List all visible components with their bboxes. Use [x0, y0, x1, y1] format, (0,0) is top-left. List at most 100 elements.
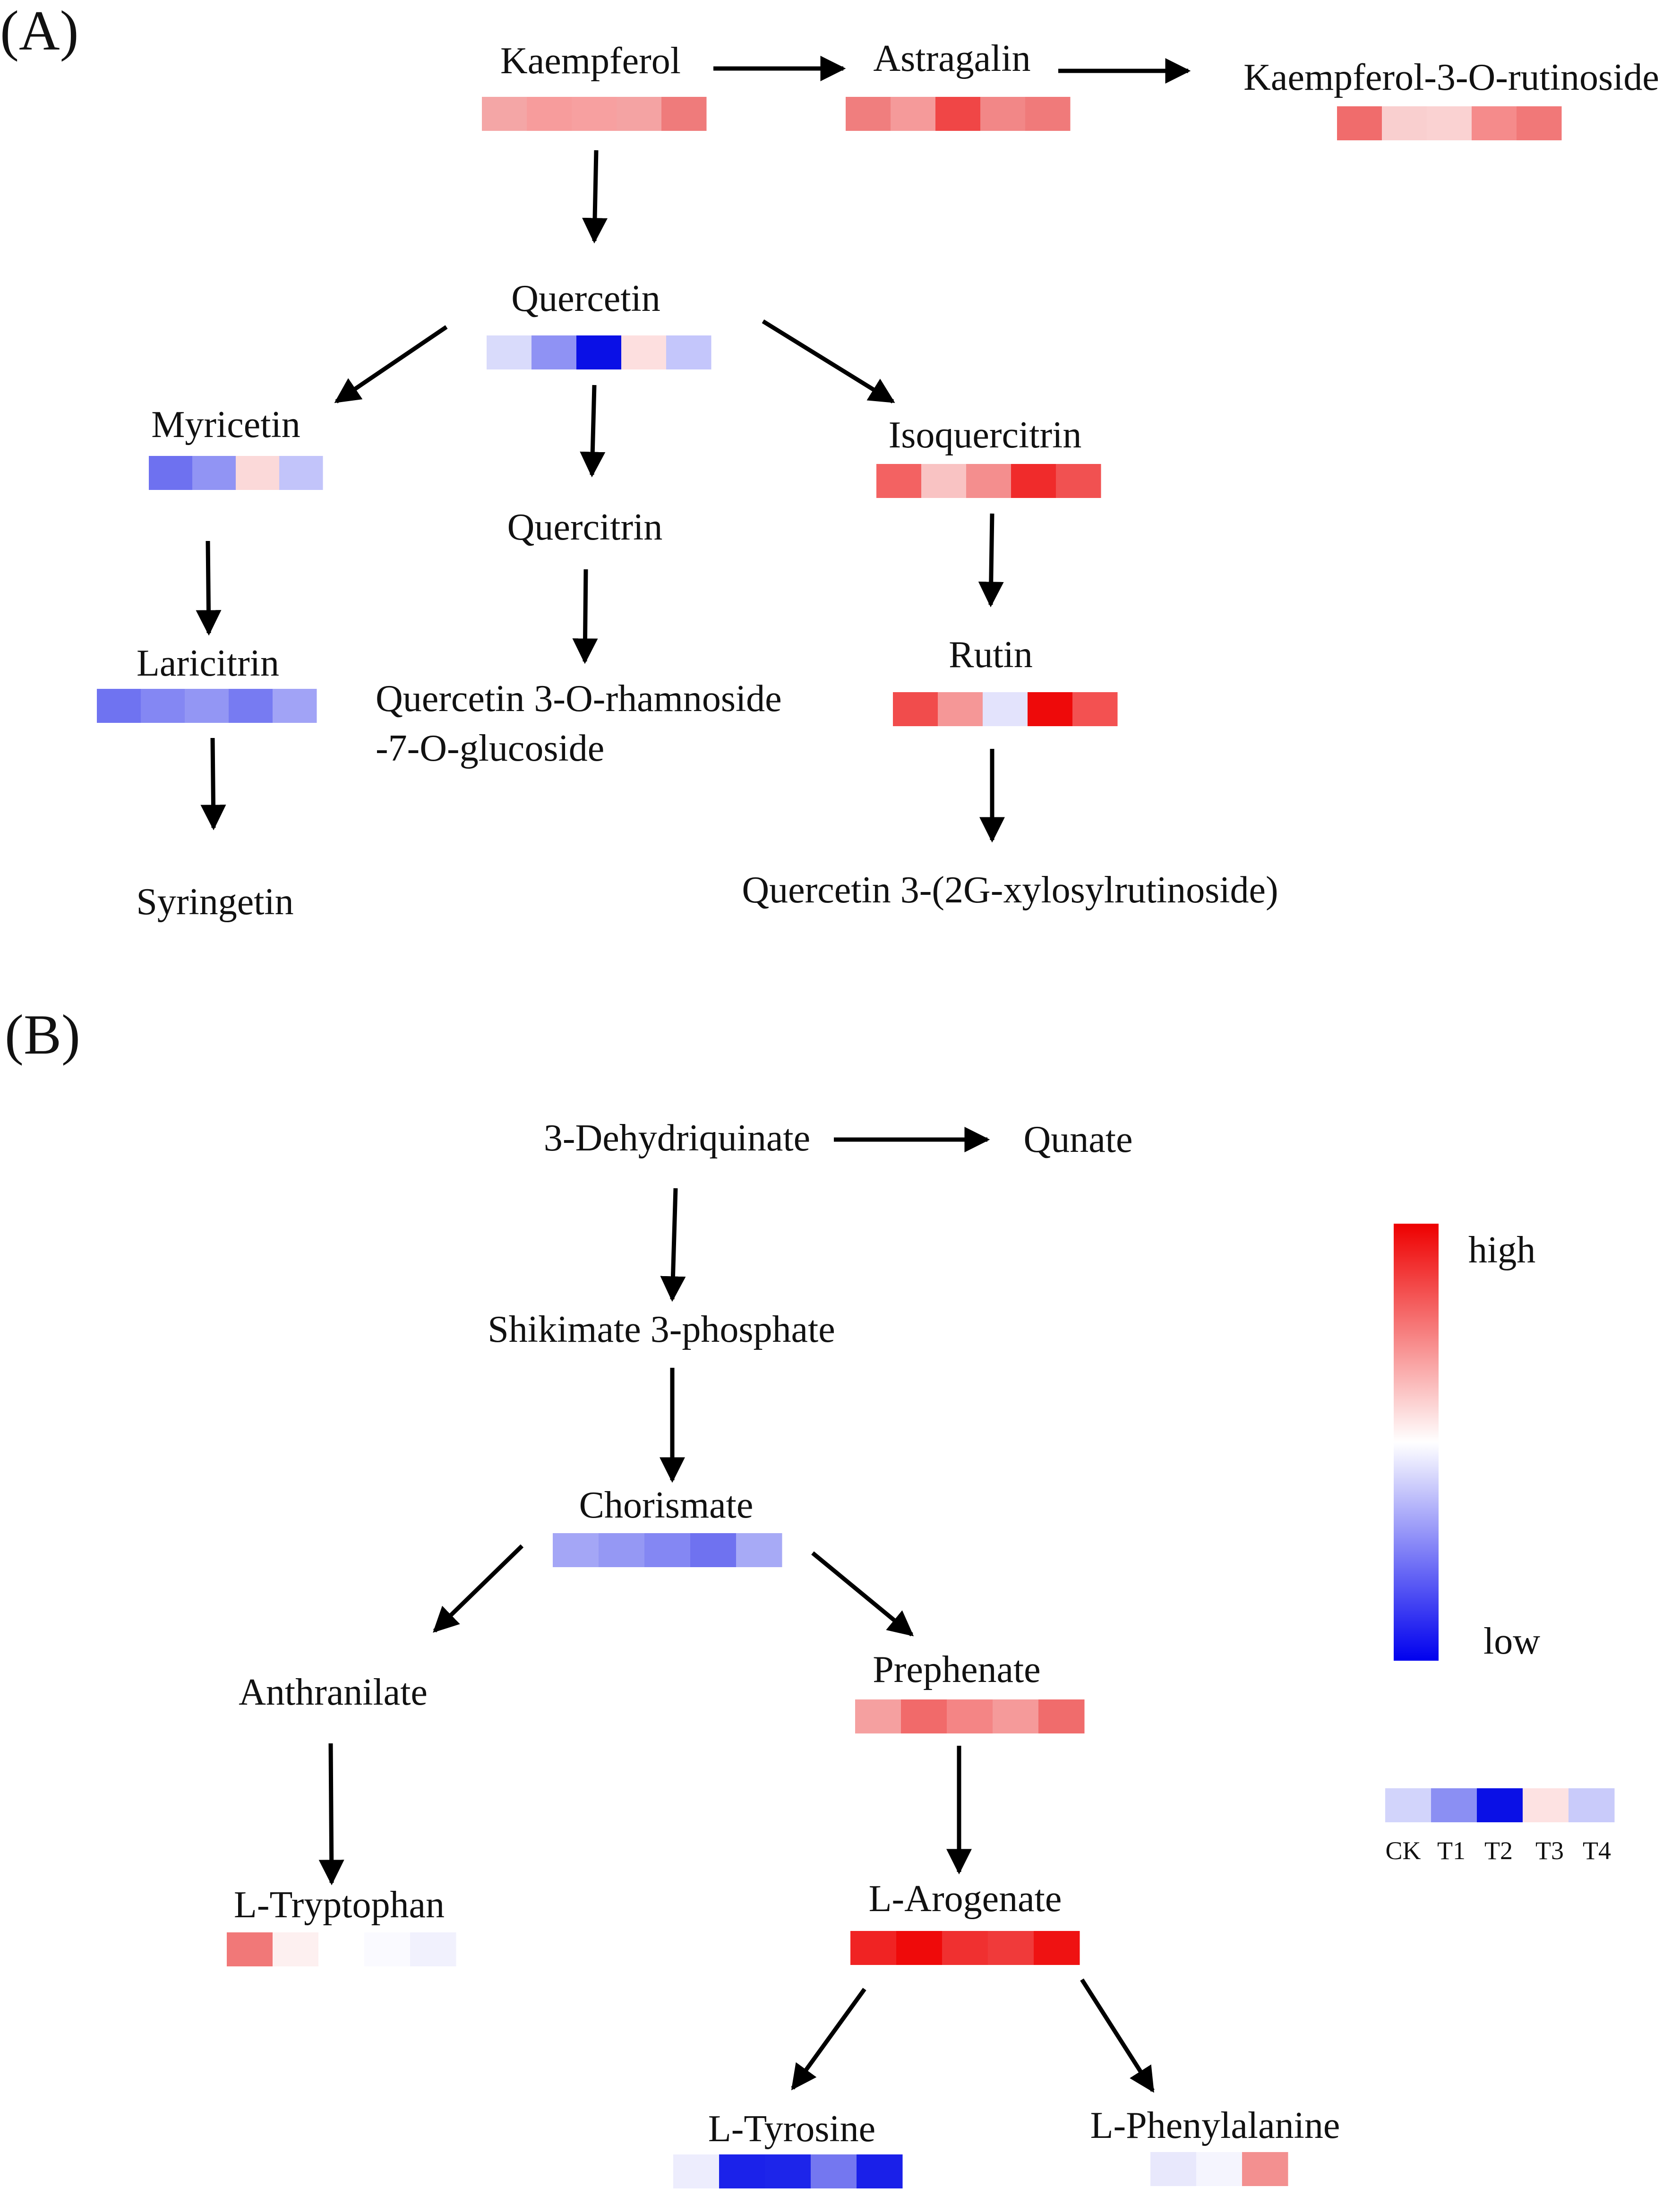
- heatmap-cell: [97, 689, 141, 723]
- node-quercetin-rham-glc-line2: -7-O-glucoside: [376, 728, 604, 769]
- heatmap-cell: [876, 464, 922, 498]
- pathway-arrows: [196, 56, 1191, 2093]
- sample-labels: CK T1 T2 T3 T4: [1385, 1836, 1611, 1865]
- heatmap-cell: [318, 1932, 365, 1966]
- heatmap-cell: [1011, 464, 1056, 498]
- heatmap-cell: [666, 335, 711, 369]
- heatmap-astragalin: [846, 97, 1071, 131]
- heatmap-cell: [891, 97, 936, 131]
- node-anthranilate: Anthranilate: [239, 1672, 428, 1713]
- node-astragalin: Astragalin: [873, 38, 1030, 79]
- heatmap-cell: [1517, 106, 1562, 140]
- heatmap-cell: [227, 1932, 273, 1966]
- heatmap-cell: [149, 456, 193, 490]
- node-arogenate: L-Arogenate: [869, 1878, 1062, 1920]
- legend-low-label: low: [1483, 1621, 1540, 1662]
- heatmap-cell: [553, 1533, 599, 1567]
- heatmap-cell: [364, 1932, 411, 1966]
- heatmap-cell: [938, 692, 983, 726]
- heatmap-phenylalanine: [1150, 2152, 1288, 2186]
- sample-label-t2: T2: [1484, 1836, 1513, 1865]
- node-laricitrin: Laricitrin: [137, 643, 279, 684]
- node-shikimate: Shikimate 3-phosphate: [488, 1309, 835, 1350]
- heatmap-cell: [141, 689, 185, 723]
- heatmap-cell: [736, 1533, 782, 1567]
- heatmap-strips: [97, 97, 1615, 2188]
- heatmap-cell: [942, 1931, 988, 1965]
- arrow-dehydroquinate-to-shikimate: [660, 1188, 686, 1302]
- node-kaempferol-rutinoside: Kaempferol-3-O-rutinoside: [1243, 57, 1659, 98]
- node-tyrosine: L-Tyrosine: [708, 2108, 875, 2150]
- node-rutin: Rutin: [949, 634, 1033, 676]
- arrow-arogenate-to-phenylalanine: [1080, 1978, 1155, 2093]
- node-chorismate: Chorismate: [579, 1484, 754, 1526]
- heatmap-cell: [661, 97, 707, 131]
- heatmap-cell: [273, 689, 317, 723]
- node-dehydroquinate: 3-Dehydriquinate: [544, 1117, 810, 1159]
- heatmap-cell: [896, 1931, 943, 1965]
- heatmap-cell: [410, 1932, 456, 1966]
- heatmap-cell: [644, 1533, 691, 1567]
- heatmap-cell: [935, 97, 981, 131]
- heatmap-cell: [966, 464, 1011, 498]
- heatmap-cell: [850, 1931, 897, 1965]
- heatmap-cell: [185, 689, 229, 723]
- heatmap-cell: [983, 692, 1028, 726]
- sample-label-ck: CK: [1385, 1836, 1421, 1865]
- heatmap-cell: [229, 689, 273, 723]
- heatmap-myricetin: [149, 456, 323, 490]
- heatmap-arogenate: [850, 1931, 1080, 1965]
- heatmap-cell: [1477, 1788, 1523, 1822]
- heatmap-legend-sample: [1385, 1788, 1615, 1822]
- heatmap-quercetin: [487, 335, 711, 369]
- heatmap-cell: [599, 1533, 645, 1567]
- heatmap-cell: [1427, 106, 1472, 140]
- heatmap-cell: [855, 1699, 901, 1733]
- sample-label-t3: T3: [1535, 1836, 1564, 1865]
- node-qunate: Qunate: [1023, 1119, 1132, 1160]
- heatmap-cell: [1569, 1788, 1615, 1822]
- arrow-kaempferol-to-quercetin: [582, 150, 608, 244]
- heatmap-cell: [988, 1931, 1034, 1965]
- heatmap-cell: [621, 335, 667, 369]
- heatmap-cell: [1196, 2152, 1243, 2186]
- node-prephenate: Prephenate: [873, 1649, 1040, 1690]
- heatmap-cell: [1242, 2152, 1288, 2186]
- heatmap-cell: [1382, 106, 1427, 140]
- heatmap-tyrosine: [673, 2154, 903, 2188]
- heatmap-cell: [273, 1932, 319, 1966]
- heatmap-cell: [236, 456, 280, 490]
- arrow-anthranilate-to-tryptophan: [318, 1743, 344, 1886]
- arrow-arogenate-to-tyrosine: [791, 1988, 866, 2091]
- node-myricetin: Myricetin: [151, 404, 300, 446]
- heatmap-cell: [1337, 106, 1382, 140]
- heatmap-cell: [811, 2154, 857, 2188]
- heatmap-cell: [719, 2154, 765, 2188]
- heatmap-cell: [857, 2154, 903, 2188]
- heatmap-cell: [192, 456, 236, 490]
- heatmap-cell: [947, 1699, 993, 1733]
- heatmap-chorismate: [553, 1533, 782, 1567]
- heatmap-cell: [1385, 1788, 1431, 1822]
- heatmap-cell: [690, 1533, 737, 1567]
- heatmap-kaempferol: [482, 97, 707, 131]
- sample-label-t1: T1: [1437, 1836, 1466, 1865]
- node-kaempferol: Kaempferol: [500, 40, 681, 82]
- arrow-chorismate-to-prephenate: [811, 1551, 914, 1637]
- node-isoquercitrin: Isoquercitrin: [889, 414, 1082, 456]
- arrow-quercetin-to-isoquercitrin: [762, 319, 895, 403]
- heatmap-prephenate: [855, 1699, 1085, 1733]
- heatmap-cell: [901, 1699, 947, 1733]
- color-scale-bar: [1394, 1224, 1439, 1661]
- arrow-laricitrin-to-syringetin: [200, 738, 226, 831]
- heatmap-cell: [673, 2154, 720, 2188]
- arrow-isoquercitrin-to-rutin: [978, 513, 1004, 608]
- heatmap-cell: [1028, 692, 1073, 726]
- legend-high-label: high: [1468, 1229, 1535, 1271]
- heatmap-cell: [993, 1699, 1039, 1733]
- heatmap-cell: [893, 692, 938, 726]
- node-tryptophan: L-Tryptophan: [234, 1884, 445, 1926]
- heatmap-cell: [1472, 106, 1517, 140]
